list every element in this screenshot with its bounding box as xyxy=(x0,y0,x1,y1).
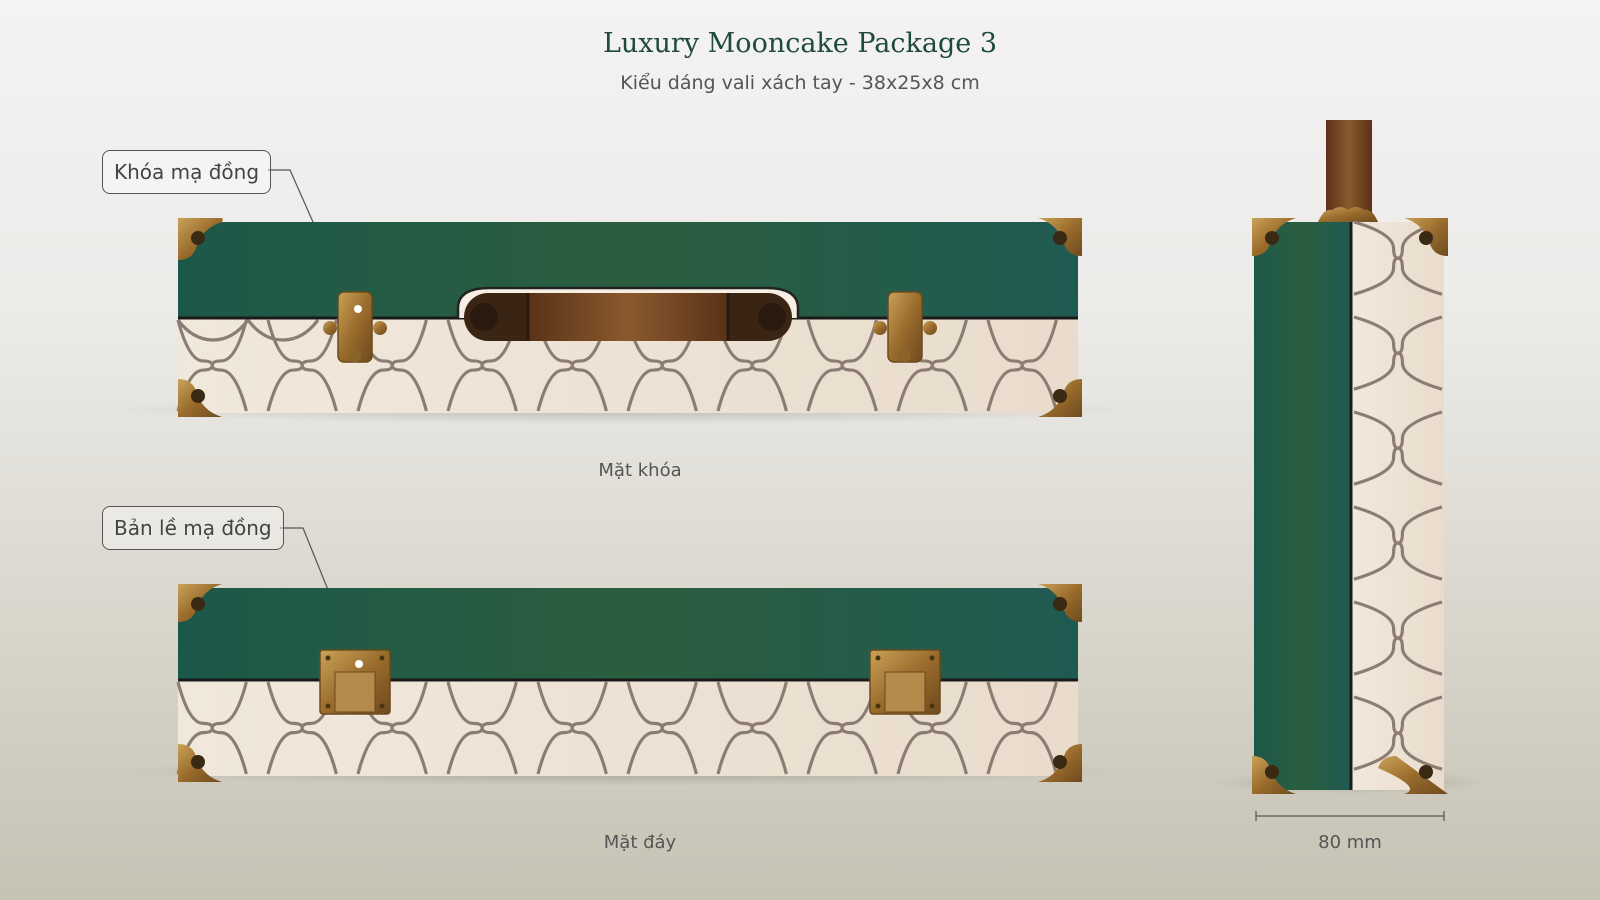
side-corners xyxy=(1252,218,1448,794)
lock-callout: Khóa mạ đồng xyxy=(102,150,272,194)
page-subtitle: Kiểu dáng vali xách tay - 38x25x8 cm xyxy=(620,72,980,94)
front-latch-left xyxy=(323,291,387,363)
side-handle xyxy=(1326,120,1372,220)
front-corners xyxy=(178,218,1082,417)
front-view xyxy=(100,218,1140,424)
hinge-right xyxy=(869,649,941,715)
front-view-label: Mặt khóa xyxy=(598,460,682,481)
front-pattern xyxy=(176,319,320,342)
front-latch-right xyxy=(873,291,937,363)
page-title: Luxury Mooncake Package 3 xyxy=(602,28,998,59)
bottom-view xyxy=(100,584,1140,786)
bottom-view-label: Mặt đáy xyxy=(603,832,677,853)
dimension-line xyxy=(1255,811,1445,821)
hinge-callout: Bản lề mạ đồng xyxy=(102,506,284,550)
hinge-left xyxy=(319,649,391,715)
side-view xyxy=(1210,120,1490,821)
bottom-corners xyxy=(178,584,1082,782)
side-dimension-label: 80 mm xyxy=(1318,832,1382,853)
